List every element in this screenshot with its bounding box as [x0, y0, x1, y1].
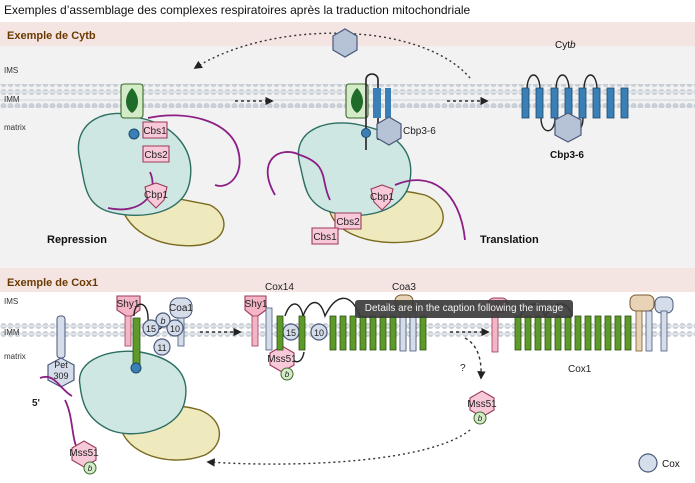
legend-cox-label: Cox: [662, 459, 680, 470]
label-coa3: Coa3: [392, 282, 416, 293]
bottom-label-matrix: matrix: [4, 352, 26, 361]
label-mss51-middle: Mss51: [267, 354, 297, 365]
label-cbs1-translation: Cbs1: [313, 232, 337, 243]
label-translation: Translation: [480, 234, 539, 246]
label-cox14: Cox14: [265, 282, 294, 293]
label-coa1: Coa1: [169, 303, 193, 314]
pet309-protein: [39, 315, 75, 397]
bottom-label-ims: IMS: [4, 297, 18, 306]
label-pet: Pet: [54, 360, 68, 370]
label-cbp36-bound: Cbp3-6: [550, 150, 584, 161]
label-cbp1-repression: Cbp1: [144, 190, 168, 201]
label-cox1: Cox1: [568, 364, 592, 375]
label-15-middle: 15: [286, 328, 296, 338]
label-b-left: b: [88, 464, 93, 473]
label-10-middle: 10: [314, 328, 324, 338]
label-b-middle: b: [285, 370, 290, 379]
bottom-return-arrow: [206, 429, 471, 467]
repression-complex: [77, 83, 241, 247]
top-label-ims: IMS: [4, 66, 18, 75]
caption-tooltip: Details are in the caption following the…: [355, 300, 573, 318]
label-question: ?: [460, 363, 466, 374]
label-cbs2-translation: Cbs2: [336, 217, 360, 228]
label-10-left: 10: [170, 324, 180, 334]
figure-title: Exemples d’assemblage des complexes resp…: [4, 3, 471, 17]
label-309: 309: [53, 371, 68, 381]
label-repression: Repression: [47, 234, 107, 246]
cox1-ribosome-complex: [64, 295, 221, 475]
label-mss51-left: Mss51: [69, 448, 99, 459]
bottom-label-imm: IMM: [4, 328, 20, 337]
label-cytb: Cytb: [555, 40, 576, 51]
top-label-imm: IMM: [4, 95, 20, 104]
label-15-left: 15: [146, 324, 156, 334]
label-cbp1-translation: Cbp1: [370, 192, 394, 203]
label-shy1-middle: Shy1: [245, 299, 268, 310]
legend-cox-icon: [638, 453, 658, 473]
mss51-free-icon: [469, 390, 495, 418]
label-11: 11: [157, 343, 166, 353]
label-mss51-free: Mss51: [467, 399, 497, 410]
cbp36-bound-hexagon-icon: [554, 112, 582, 143]
top-return-arrow: [193, 32, 471, 79]
bottom-panel-title: Exemple de Cox1: [7, 277, 98, 289]
top-panel-title: Exemple de Cytb: [7, 30, 96, 42]
label-b-free: b: [478, 414, 483, 423]
translation-complex: [266, 73, 466, 245]
label-b-left-top: b: [160, 316, 165, 326]
cbp36-hexagon-icon: [332, 28, 358, 58]
bottom-panel-header: [0, 268, 695, 292]
cytb-helices: [521, 87, 629, 119]
label-cbs2-repression: Cbs2: [144, 150, 168, 161]
label-shy1-left: Shy1: [117, 299, 140, 310]
label-five-prime: 5': [32, 398, 40, 409]
top-label-matrix: matrix: [4, 123, 26, 132]
label-cbs1-repression: Cbs1: [143, 126, 167, 137]
label-cbp36-translation: Cbp3-6: [403, 126, 436, 137]
